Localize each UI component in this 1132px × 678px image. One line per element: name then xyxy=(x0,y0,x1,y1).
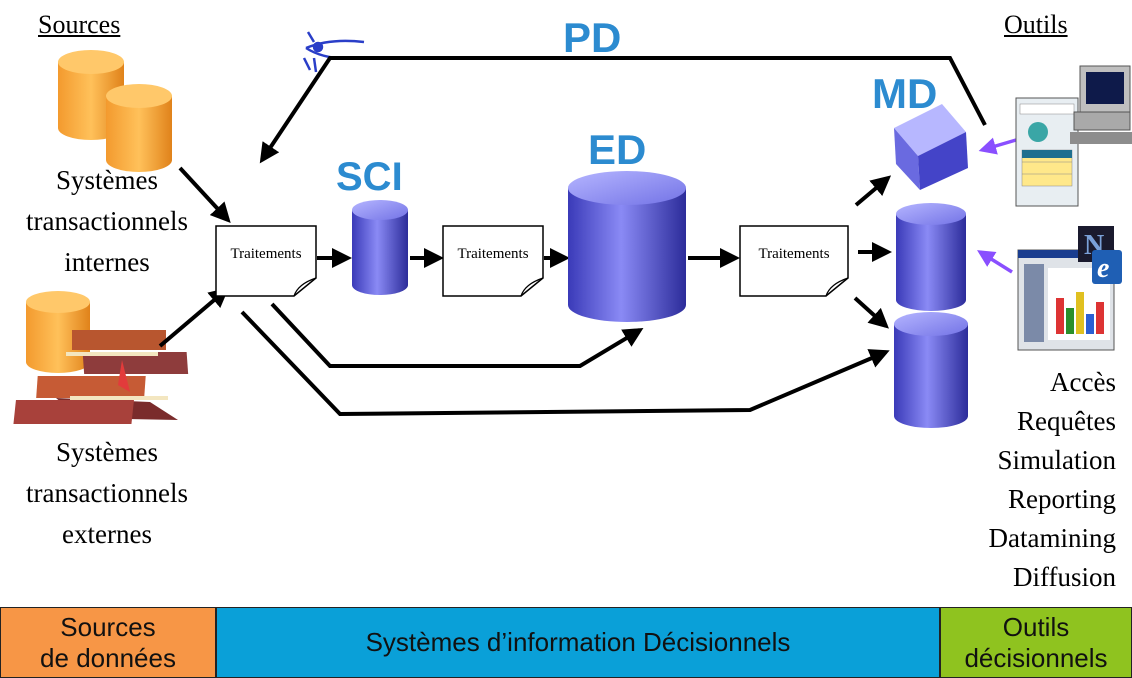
reporting-software-icon xyxy=(1017,249,1115,351)
internal-database-icon xyxy=(58,50,172,172)
external-sources-label: Systèmes transactionnels externes xyxy=(2,432,212,555)
traitements3-to-md-arrow xyxy=(854,175,892,207)
internal-to-traitements-arrow xyxy=(178,166,231,223)
band-outils-line: décisionnels xyxy=(964,642,1108,673)
tool-item: Simulation xyxy=(997,445,1116,475)
band-outils-line: Outils xyxy=(1002,611,1070,642)
bypass-to-datamart-arrow xyxy=(240,310,890,417)
svg-text:e: e xyxy=(1097,253,1109,284)
tool-item: Accès xyxy=(1050,367,1116,397)
traitements3-to-datamart2-arrow xyxy=(853,296,889,329)
traitements-doc-3 xyxy=(739,225,849,297)
computer-icon xyxy=(1015,65,1132,207)
sci-database-icon xyxy=(352,200,408,295)
internet-explorer-icon: e xyxy=(1092,250,1122,284)
external-label-line: Systèmes xyxy=(55,437,158,467)
external-to-traitements-arrow xyxy=(158,287,230,348)
md-title: MD xyxy=(872,70,938,117)
internal-label-line: transactionnels xyxy=(26,206,188,236)
pd-title: PD xyxy=(563,14,622,61)
md-cube-icon xyxy=(894,104,968,190)
tools-to-datamart-arrow xyxy=(977,250,1013,274)
band-outils: Outils décisionnels xyxy=(940,607,1132,678)
bypass-to-ed-arrow xyxy=(270,302,644,368)
tools-to-md-arrow xyxy=(978,137,1017,155)
sources-header: Sources xyxy=(38,10,121,39)
band-sources-line: de données xyxy=(40,642,176,673)
datamart-database-icon xyxy=(896,203,966,311)
traitements-doc-1 xyxy=(215,225,317,297)
traitements-label-1: Traitements xyxy=(230,246,302,262)
sci-title: SCI xyxy=(336,155,403,199)
pd-feedback-arrow xyxy=(259,56,987,164)
ed-title: ED xyxy=(588,126,647,173)
tool-item: Reporting xyxy=(1008,484,1116,514)
tool-item: Requêtes xyxy=(1017,406,1116,436)
traitements-label-3: Traitements xyxy=(758,246,830,262)
datamart2-database-icon xyxy=(894,312,968,428)
books-icon xyxy=(13,330,189,424)
traitements-doc-2 xyxy=(442,225,544,297)
band-sid: Systèmes d’information Décisionnels xyxy=(216,607,940,678)
external-label-line: transactionnels xyxy=(26,478,188,508)
tool-item: Datamining xyxy=(988,523,1116,553)
diagram-canvas: N e xyxy=(13,31,1132,428)
band-sources-line: Sources xyxy=(60,611,156,642)
tool-item: Diffusion xyxy=(1012,562,1116,592)
outils-header: Outils xyxy=(1004,10,1068,39)
band-sid-label: Systèmes d’information Décisionnels xyxy=(365,627,791,657)
internal-label-line: internes xyxy=(64,247,150,277)
eye-icon xyxy=(302,31,365,73)
band-sources: Sources de données xyxy=(0,607,216,678)
traitements-label-2: Traitements xyxy=(457,246,529,262)
tools-list: Accès Requêtes Simulation Reporting Data… xyxy=(930,363,1116,597)
external-label-line: externes xyxy=(62,519,152,549)
ed-database-icon xyxy=(568,171,686,322)
